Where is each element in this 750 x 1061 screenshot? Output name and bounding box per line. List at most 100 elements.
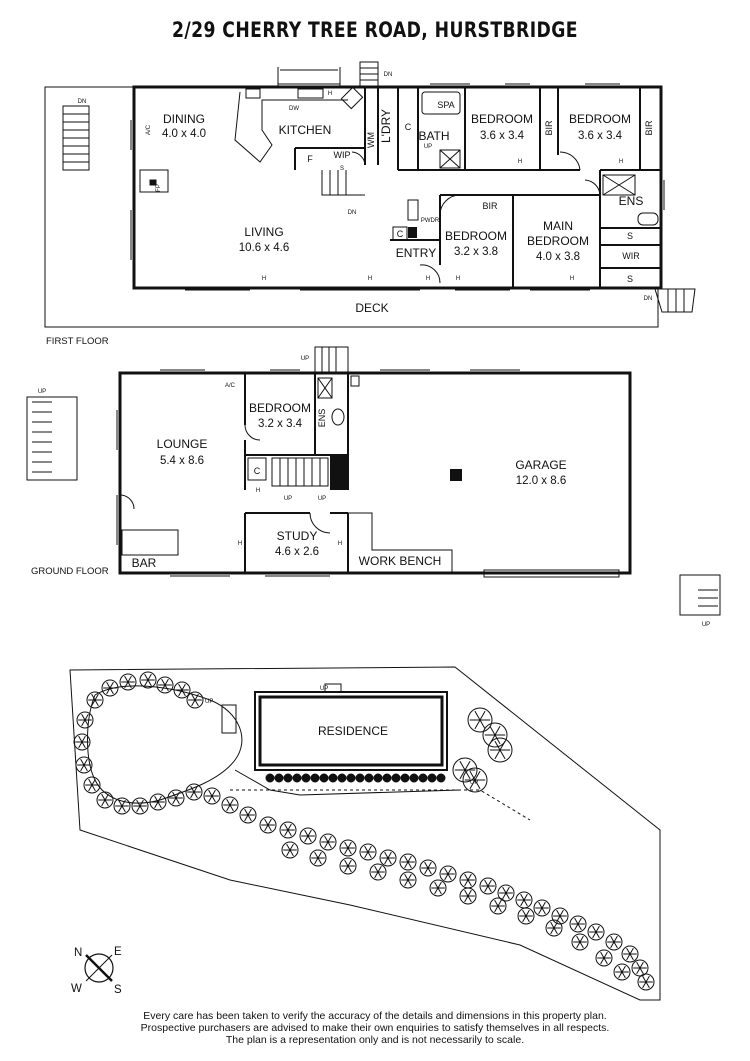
shrub-symbol xyxy=(301,773,311,783)
shrub-symbol xyxy=(364,773,374,783)
tree-branch xyxy=(387,857,392,865)
tree-branch xyxy=(124,681,129,689)
tree-branch xyxy=(81,735,86,743)
tree-branch xyxy=(101,793,106,801)
tree-symbol xyxy=(221,796,239,814)
tree-branch xyxy=(474,770,481,781)
tree-branch xyxy=(81,719,86,727)
shrub-symbol xyxy=(328,773,338,783)
residence-outer xyxy=(254,691,448,771)
deck-label: DECK xyxy=(355,301,388,315)
tree-branch xyxy=(194,693,199,701)
tree-branch xyxy=(469,770,476,781)
bath-label: BATH xyxy=(418,129,449,143)
tree-branch xyxy=(642,975,647,983)
tree-branch xyxy=(595,931,600,939)
tree-branch xyxy=(317,857,322,865)
tree-branch xyxy=(523,893,528,901)
tree-symbol xyxy=(467,707,493,733)
tree-symbol xyxy=(299,827,317,845)
tree-branch xyxy=(574,923,579,931)
bir2-label: BIR xyxy=(644,120,654,136)
shrub-symbol xyxy=(427,773,437,783)
tree-branch xyxy=(164,678,169,686)
site-trees xyxy=(73,671,655,991)
tree-branch xyxy=(78,741,83,749)
tree-branch xyxy=(94,693,99,701)
tree-symbol xyxy=(487,737,513,763)
tree-branch xyxy=(164,684,169,692)
tree-branch xyxy=(136,799,141,807)
tree-branch xyxy=(489,725,496,736)
tree-branch xyxy=(467,895,472,903)
tree-branch xyxy=(175,797,180,805)
tree-branch xyxy=(579,935,584,943)
tree-branch xyxy=(592,925,597,933)
tree-symbol xyxy=(399,871,417,889)
wir-s2-label: S xyxy=(627,274,633,284)
tree-branch xyxy=(181,689,186,697)
tree-symbol xyxy=(319,833,337,851)
tree-branch xyxy=(603,951,608,959)
first-floor-up-bath: UP xyxy=(424,144,432,150)
tree-branch xyxy=(94,699,99,707)
shrub-symbol xyxy=(310,773,320,783)
tree-branch xyxy=(374,871,379,879)
residence-label: RESIDENCE xyxy=(318,724,388,738)
tree-branch xyxy=(304,835,309,843)
tree-branch xyxy=(190,785,195,793)
ens-label: ENS xyxy=(619,194,644,208)
site-up-left: UP xyxy=(205,699,213,705)
tree-branch xyxy=(147,673,152,681)
tree-symbol xyxy=(459,887,477,905)
tree-branch xyxy=(191,693,196,701)
tree-branch xyxy=(404,861,409,869)
tree-branch xyxy=(286,843,291,851)
tree-branch xyxy=(161,678,166,686)
tree-branch xyxy=(639,967,644,975)
living-label: LIVING xyxy=(244,225,283,239)
tree-symbol xyxy=(173,681,191,699)
tree-branch xyxy=(407,879,412,887)
tree-branch xyxy=(577,923,582,931)
tree-branch xyxy=(364,851,369,859)
first-floor-h1: H xyxy=(262,276,266,282)
tree-branch xyxy=(264,824,269,832)
tree-branch xyxy=(523,899,528,907)
ground-ens-fixtures xyxy=(317,375,360,426)
tree-branch xyxy=(377,871,382,879)
bir1-label: BIR xyxy=(544,120,554,136)
ground-up-top: UP xyxy=(301,356,309,362)
site-up-label: UP xyxy=(320,686,328,692)
bedroom2-label: BEDROOM xyxy=(569,112,631,126)
tree-branch xyxy=(136,805,141,813)
tree-branch xyxy=(600,951,605,959)
shrub-symbol xyxy=(337,773,347,783)
bedroom3-label: BEDROOM xyxy=(445,229,507,243)
tree-branch xyxy=(610,941,615,949)
tree-branch xyxy=(211,789,216,797)
tree-symbol xyxy=(479,877,497,895)
shrub-symbol xyxy=(391,773,401,783)
shrub-symbol xyxy=(283,773,293,783)
shrub-symbol xyxy=(400,773,410,783)
tree-symbol xyxy=(156,676,174,694)
first-floor-dw: DW xyxy=(289,106,299,112)
ground-floor-c-cupboard xyxy=(247,457,267,481)
compass-s: S xyxy=(114,984,122,996)
tree-branch xyxy=(344,847,349,855)
tree-branch xyxy=(154,801,159,809)
tree-branch xyxy=(576,935,581,943)
tree-branch xyxy=(595,925,600,933)
tree-branch xyxy=(618,965,623,973)
bedroom1-dims: 3.6 x 3.4 xyxy=(480,130,525,142)
tree-branch xyxy=(464,889,469,897)
tree-branch xyxy=(459,760,466,771)
shrub-symbol xyxy=(265,773,275,783)
pwdr-label: PWDR xyxy=(421,218,440,224)
wip-label: WIP xyxy=(334,150,351,160)
first-floor-labels: DINING 4.0 x 4.0 KITCHEN LIVING 10.6 x 4… xyxy=(78,72,654,315)
tree-branch xyxy=(247,808,252,816)
compass-n: N xyxy=(74,947,82,959)
tree-branch xyxy=(304,829,309,837)
